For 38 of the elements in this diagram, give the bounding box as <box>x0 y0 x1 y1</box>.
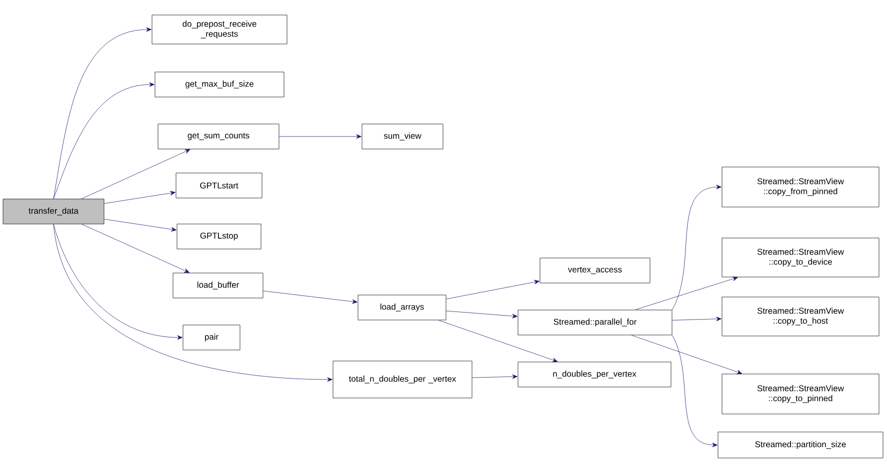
arrow <box>81 149 190 199</box>
function-box: pair <box>182 324 240 350</box>
function-box: sum_view <box>362 124 444 150</box>
arrow <box>672 184 722 310</box>
arrow <box>446 310 518 318</box>
function-box: Streamed::StreamView ::copy_from_pinned <box>722 166 880 208</box>
arrow <box>279 134 362 139</box>
function-box: Streamed::StreamView ::copy_to_device <box>722 238 880 278</box>
function-box: GPTLstop <box>176 224 262 250</box>
function-box: n_doubles_per_vertex <box>518 362 672 388</box>
function-box: load_arrays <box>358 294 446 320</box>
function-box: Streamed::StreamView ::copy_to_pinned <box>722 374 880 414</box>
function-box: load_buffer <box>172 272 264 298</box>
arrow <box>472 374 518 379</box>
function-box: transfer_data <box>2 198 104 224</box>
function-box: vertex_access <box>540 258 650 284</box>
function-box: GPTLstart <box>176 172 262 198</box>
arrow <box>446 280 540 300</box>
arrow <box>672 335 718 448</box>
arrow <box>53 224 182 340</box>
arrow <box>53 82 154 199</box>
function-box: get_sum_counts <box>158 124 280 150</box>
arrow <box>104 218 176 232</box>
function-box: Streamed::parallel_for <box>518 310 672 336</box>
function-box: get_max_buf_size <box>154 72 284 98</box>
arrow <box>672 316 722 322</box>
function-box: Streamed::StreamView ::copy_to_host <box>722 296 880 336</box>
arrow <box>53 27 152 199</box>
arrow <box>53 224 332 382</box>
function-box: total_n_doubles_per _vertex <box>332 360 472 398</box>
function-box: do_prepost_receive _requests <box>152 14 288 44</box>
arrow <box>438 320 558 362</box>
arrow <box>104 190 176 204</box>
arrow <box>631 335 742 374</box>
arrow <box>634 276 738 310</box>
arrow <box>82 224 190 273</box>
arrow <box>263 290 358 304</box>
function-box: Streamed::partition_size <box>718 432 884 458</box>
